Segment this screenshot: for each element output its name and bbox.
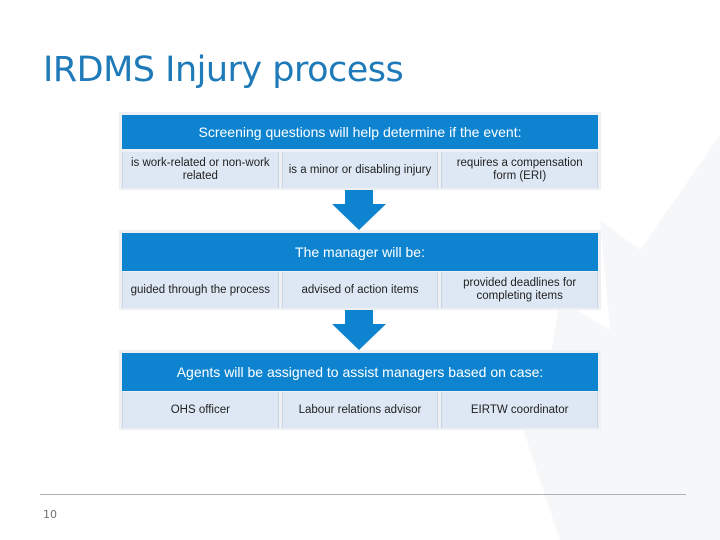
down-arrow-icon (332, 190, 386, 230)
item-box: provided deadlines for completing items (441, 272, 599, 308)
section-screening: Screening questions will help determine … (119, 112, 601, 190)
item-row: is work-related or non-work related is a… (119, 152, 601, 188)
section-heading: Agents will be assigned to assist manage… (122, 353, 598, 391)
section-agents: Agents will be assigned to assist manage… (119, 350, 601, 430)
section-manager: The manager will be: guided through the … (119, 230, 601, 310)
item-box: advised of action items (281, 272, 439, 308)
page-number: 10 (43, 508, 57, 521)
down-arrow-icon (332, 310, 386, 350)
item-box: OHS officer (122, 392, 279, 428)
item-box: EIRTW coordinator (441, 392, 599, 428)
footer-divider (40, 494, 686, 495)
item-box: is work-related or non-work related (122, 152, 279, 188)
item-row: guided through the process advised of ac… (119, 272, 601, 308)
item-box: is a minor or disabling injury (281, 152, 439, 188)
page-title: IRDMS Injury process (43, 50, 404, 90)
item-box: guided through the process (122, 272, 279, 308)
item-box: Labour relations advisor (281, 392, 439, 428)
section-heading: The manager will be: (122, 233, 598, 271)
section-heading: Screening questions will help determine … (122, 115, 598, 149)
item-box: requires a compensation form (ERI) (441, 152, 599, 188)
item-row: OHS officer Labour relations advisor EIR… (119, 392, 601, 428)
